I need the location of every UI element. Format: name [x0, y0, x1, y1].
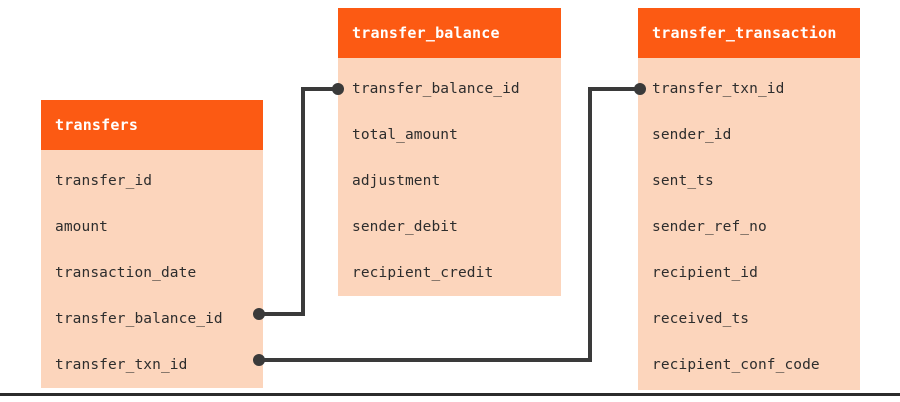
entity-transfer-transaction[interactable]: transfer_transaction transfer_txn_id sen… — [638, 8, 860, 390]
field-sender-id[interactable]: sender_id — [652, 127, 732, 143]
bottom-divider — [0, 393, 900, 396]
field-total-amount[interactable]: total_amount — [352, 127, 458, 143]
field-sender-ref-no[interactable]: sender_ref_no — [652, 219, 767, 235]
field-transfer-id[interactable]: transfer_id — [55, 173, 153, 189]
entity-transfers-title: transfers — [41, 100, 263, 150]
field-sender-debit[interactable]: sender_debit — [352, 219, 458, 235]
field-received-ts[interactable]: received_ts — [652, 311, 750, 327]
field-transaction-date[interactable]: transaction_date — [55, 265, 197, 281]
entity-transfer-balance[interactable]: transfer_balance transfer_balance_id tot… — [338, 8, 561, 296]
field-recipient-conf-code[interactable]: recipient_conf_code — [652, 357, 820, 373]
field-sent-ts[interactable]: sent_ts — [652, 173, 714, 189]
entity-transfer-transaction-title: transfer_transaction — [638, 8, 860, 58]
field-transfer-balance-id[interactable]: transfer_balance_id — [352, 81, 520, 97]
field-transfer-txn-id[interactable]: transfer_txn_id — [652, 81, 785, 97]
entity-transfer-transaction-fields: transfer_txn_id sender_id sent_ts sender… — [638, 58, 860, 388]
field-recipient-id[interactable]: recipient_id — [652, 265, 758, 281]
field-transfer-txn-id[interactable]: transfer_txn_id — [55, 357, 188, 373]
field-transfer-balance-id[interactable]: transfer_balance_id — [55, 311, 223, 327]
entity-transfers[interactable]: transfers transfer_id amount transaction… — [41, 100, 263, 388]
field-adjustment[interactable]: adjustment — [352, 173, 441, 189]
entity-transfers-fields: transfer_id amount transaction_date tran… — [41, 150, 263, 388]
connector-transfers-to-transfer-balance — [259, 87, 338, 316]
field-amount[interactable]: amount — [55, 219, 108, 235]
entity-transfer-balance-fields: transfer_balance_id total_amount adjustm… — [338, 58, 561, 296]
field-recipient-credit[interactable]: recipient_credit — [352, 265, 494, 281]
entity-transfer-balance-title: transfer_balance — [338, 8, 561, 58]
